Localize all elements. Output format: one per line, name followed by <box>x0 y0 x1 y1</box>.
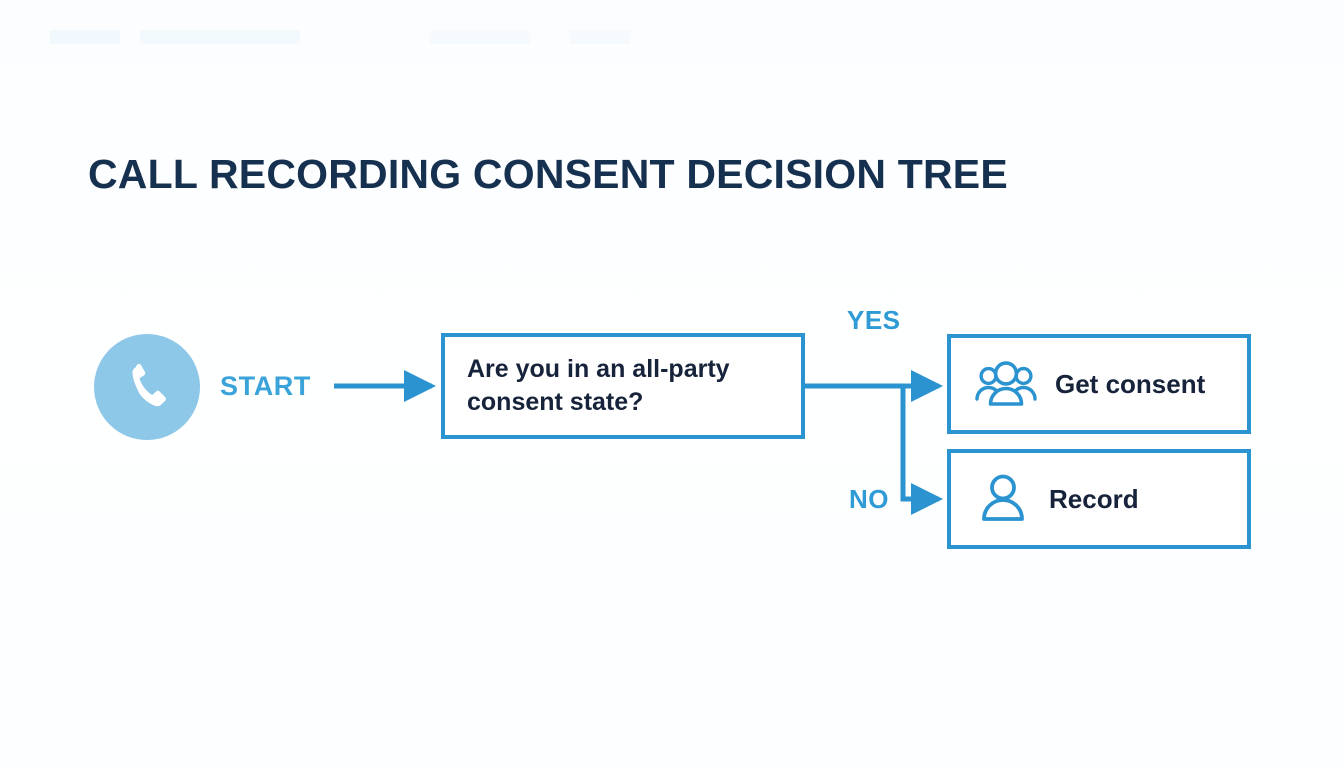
person-icon <box>975 472 1031 526</box>
decision-box[interactable]: Are you in an all-party consent state? <box>441 333 805 439</box>
people-group-icon <box>975 359 1037 409</box>
start-label: START <box>220 371 311 401</box>
arrow-decision-to-record <box>900 386 944 515</box>
outcome-box-get-consent[interactable]: Get consent <box>947 334 1251 434</box>
start-node[interactable] <box>94 334 200 440</box>
outcome-label-record: Record <box>1049 483 1139 514</box>
outcome-label-get-consent: Get consent <box>1055 368 1206 399</box>
branch-label-no: NO <box>849 484 889 514</box>
decision-text: Are you in an all-party consent state? <box>467 355 730 416</box>
outcome-box-record[interactable]: Record <box>947 449 1251 549</box>
branch-label-yes: YES <box>847 305 901 335</box>
page-title: CALL RECORDING CONSENT DECISION TREE <box>88 151 1008 197</box>
phone-icon <box>119 359 175 415</box>
